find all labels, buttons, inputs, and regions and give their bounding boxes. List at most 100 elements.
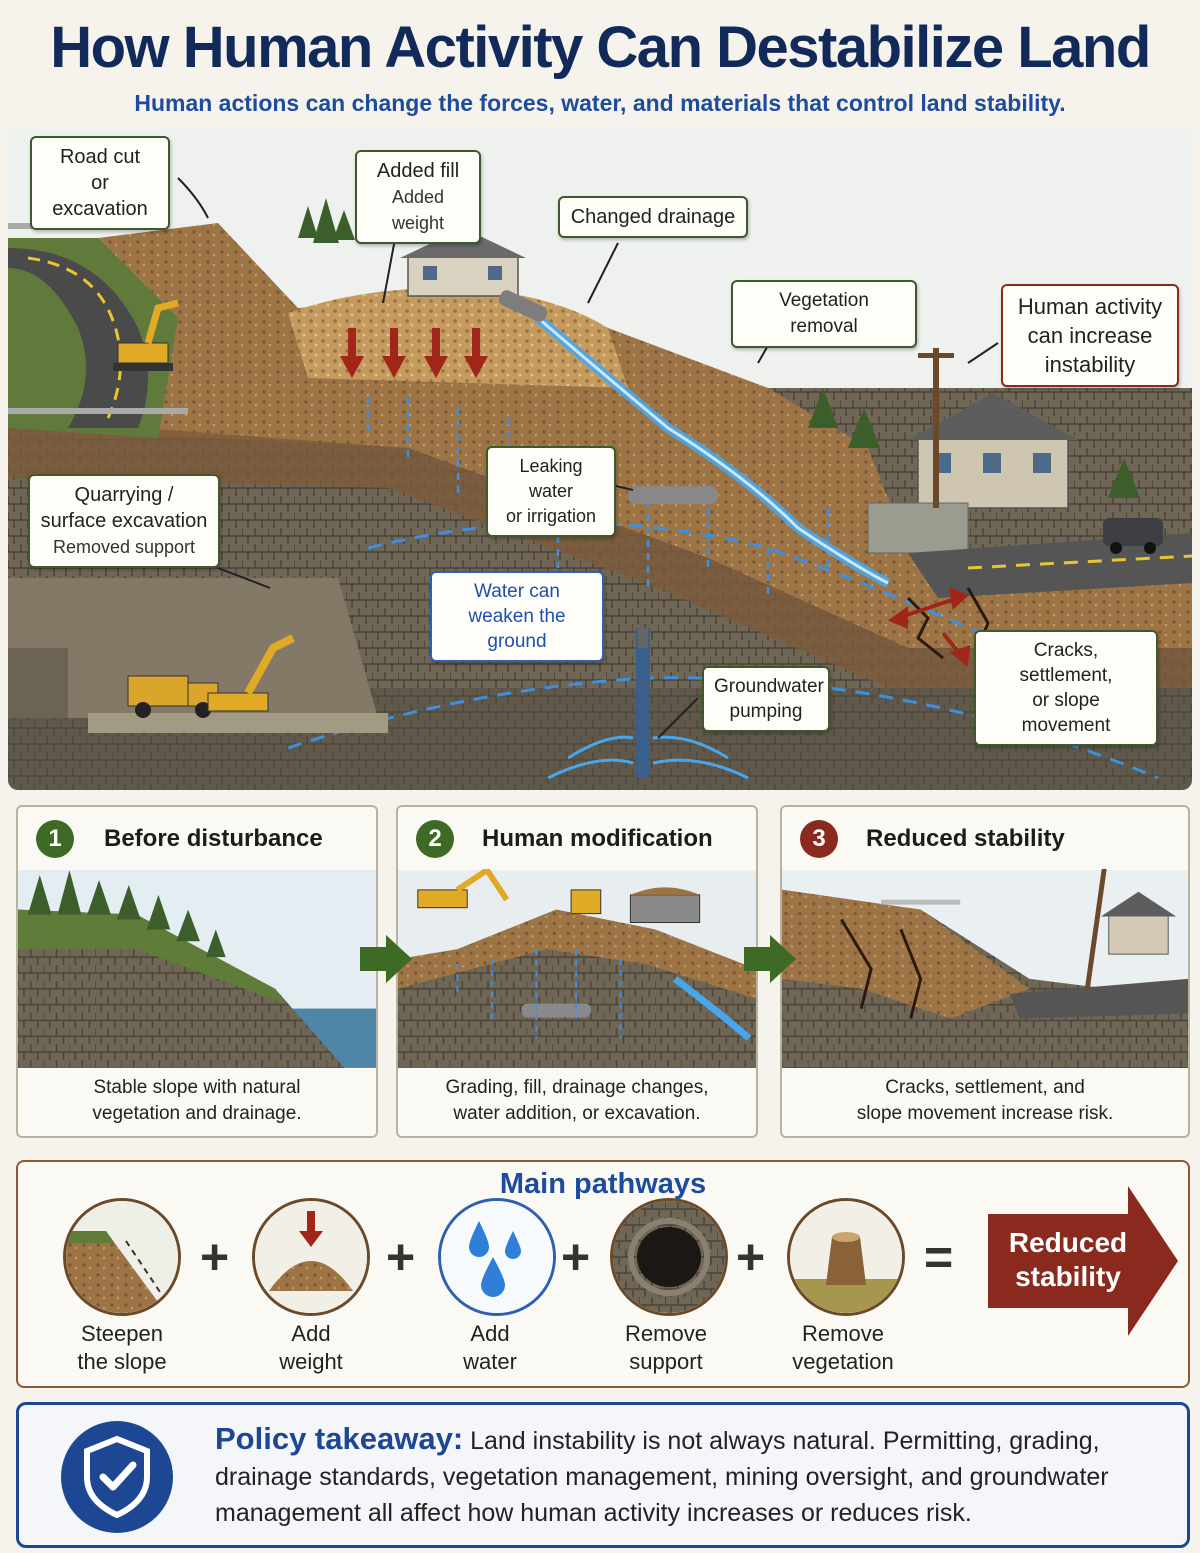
callout-groundwater-line1: Groundwater: [714, 676, 824, 697]
policy-label: Policy takeaway:: [215, 1421, 464, 1456]
pathway-label-steepen: Steepen the slope: [47, 1320, 197, 1376]
step-3-caption-line2: slope movement increase risk.: [856, 1103, 1114, 1124]
pathway-label-weight-line1: Add: [291, 1321, 331, 1346]
step-arrow-2-icon: [744, 935, 796, 983]
excavator-road: [113, 299, 179, 371]
step-3-header: 3 Reduced stability: [782, 807, 1188, 869]
pathway-label-support-line1: Remove: [625, 1321, 707, 1346]
callout-road-cut-line1: Road cut: [59, 146, 141, 168]
callout-human-activity-line2: can increase: [1027, 323, 1153, 348]
dirt-pile-icon: [252, 1198, 370, 1316]
callout-added-fill: Added fill Added weight: [355, 150, 481, 244]
callout-vegetation-removal-text: Vegetation removal: [779, 290, 869, 337]
weight-arrows: [340, 328, 488, 378]
callout-added-fill-sub: Added weight: [391, 187, 445, 233]
result-arrow-icon: [988, 1186, 1178, 1336]
step-arrow-1-icon: [360, 935, 412, 983]
callout-cracks: Cracks, settlement, or slope movement: [974, 630, 1158, 746]
plus-operator-2: +: [386, 1229, 416, 1285]
step-3-number: 3: [800, 820, 838, 858]
house-right: [908, 393, 1078, 509]
water-drops-icon: [438, 1198, 556, 1316]
step-1-number: 1: [36, 820, 74, 858]
excavator-quarry: [207, 634, 295, 712]
pathway-label-water: Add water: [415, 1320, 565, 1376]
pathway-label-vegetation: Remove vegetation: [768, 1320, 918, 1376]
plus-operator-4: +: [736, 1229, 766, 1285]
callout-water-weaken-line2: weaken the ground: [468, 606, 566, 652]
callout-human-activity-line1: Human activity: [1017, 294, 1163, 319]
step-reduced-stability: 3 Reduced stability Cracks, settlement, …: [780, 805, 1190, 1138]
pathway-label-support-line2: support: [629, 1349, 703, 1374]
callout-cracks-line2: or slope movement: [1021, 690, 1111, 736]
step-1-header: 1 Before disturbance: [18, 807, 376, 869]
callout-quarrying: Quarrying / surface excavation Removed s…: [28, 474, 220, 568]
step-2-caption-line2: water addition, or excavation.: [453, 1103, 701, 1124]
result-text-line1: Reduced: [1008, 1227, 1128, 1258]
result-text: Reduced stability: [988, 1226, 1148, 1294]
callout-groundwater: Groundwater pumping: [702, 666, 830, 732]
step-1-title: Before disturbance: [104, 825, 323, 852]
tree-stump-icon: [787, 1198, 905, 1316]
step-1-caption: Stable slope with natural vegetation and…: [18, 1075, 376, 1127]
callout-leaking-water-line1: Leaking water: [519, 456, 583, 501]
car: [1103, 518, 1163, 554]
pathway-label-water-line1: Add: [470, 1321, 510, 1346]
callout-added-fill-title: Added fill: [376, 160, 460, 182]
pathways-title: Main pathways: [499, 1168, 707, 1200]
step-3-caption: Cracks, settlement, and slope movement i…: [782, 1075, 1188, 1127]
step-before-disturbance: 1 Before disturbance Stable slope with n…: [16, 805, 378, 1138]
step-2-header: 2 Human modification: [398, 807, 756, 869]
step-3-caption-line1: Cracks, settlement, and: [885, 1077, 1085, 1098]
policy-text: Policy takeaway: Land instability is not…: [215, 1421, 1175, 1531]
step-3-title: Reduced stability: [866, 825, 1065, 852]
steep-slope-icon: [63, 1198, 181, 1316]
callout-water-weaken: Water can weaken the ground: [430, 571, 604, 662]
step-2-illustration: [398, 869, 756, 1068]
callout-road-cut-line2: or excavation: [52, 172, 148, 220]
result-text-line2: stability: [1015, 1261, 1121, 1292]
hero-illustration: Road cut or excavation Added fill Added …: [8, 128, 1192, 790]
page-title: How Human Activity Can Destabilize Land: [50, 15, 1151, 80]
plus-operator-3: +: [561, 1229, 591, 1285]
equals-operator: =: [924, 1229, 954, 1285]
house-top: [400, 228, 526, 297]
policy-panel: Policy takeaway: Land instability is not…: [16, 1402, 1190, 1548]
step-human-modification: 2 Human modification Grading, fill, drai…: [396, 805, 758, 1138]
callout-vegetation-removal: Vegetation removal: [731, 280, 917, 348]
callout-human-activity: Human activity can increase instability: [1001, 284, 1179, 387]
pathway-label-steepen-line2: the slope: [77, 1349, 167, 1374]
result-arrow: Reduced stability: [988, 1186, 1178, 1336]
pathways-panel: Main pathways: [16, 1160, 1190, 1388]
callout-changed-drainage: Changed drainage: [558, 196, 748, 238]
policy-body: Land instability is not always natural. …: [215, 1427, 1109, 1527]
callout-groundwater-line2: pumping: [729, 701, 803, 722]
callout-quarrying-sub: Removed support: [52, 537, 196, 557]
callout-cracks-line1: Cracks, settlement,: [1019, 640, 1113, 686]
callout-quarrying-line2: surface excavation: [40, 510, 208, 532]
step-2-caption: Grading, fill, drainage changes, water a…: [398, 1075, 756, 1127]
callout-water-weaken-line1: Water can: [474, 581, 560, 602]
pathway-label-weight-line2: weight: [279, 1349, 343, 1374]
callout-road-cut: Road cut or excavation: [30, 136, 170, 230]
pathway-label-weight: Add weight: [236, 1320, 386, 1376]
step-2-caption-line1: Grading, fill, drainage changes,: [445, 1077, 709, 1098]
step-1-illustration: [18, 870, 376, 1068]
step-1-caption-line2: vegetation and drainage.: [92, 1103, 302, 1124]
shield-check-icon: [61, 1421, 173, 1533]
step-3-illustration: [782, 869, 1188, 1069]
callout-leaking-water: Leaking water or irrigation: [486, 446, 616, 537]
pathway-label-vegetation-line1: Remove: [802, 1321, 884, 1346]
callout-human-activity-line3: instability: [1044, 352, 1136, 377]
callout-changed-drainage-text: Changed drainage: [570, 206, 736, 228]
callout-leaking-water-line2: or irrigation: [505, 506, 597, 526]
pathway-label-steepen-line1: Steepen: [81, 1321, 163, 1346]
pathway-label-water-line2: water: [463, 1349, 517, 1374]
step-2-title: Human modification: [482, 825, 713, 852]
callout-quarrying-line1: Quarrying /: [74, 484, 174, 506]
step-2-number: 2: [416, 820, 454, 858]
page-subtitle: Human actions can change the forces, wat…: [134, 90, 1066, 116]
cavity-icon: [610, 1198, 728, 1316]
plus-operator-1: +: [200, 1229, 230, 1285]
pathway-label-support: Remove support: [591, 1320, 741, 1376]
